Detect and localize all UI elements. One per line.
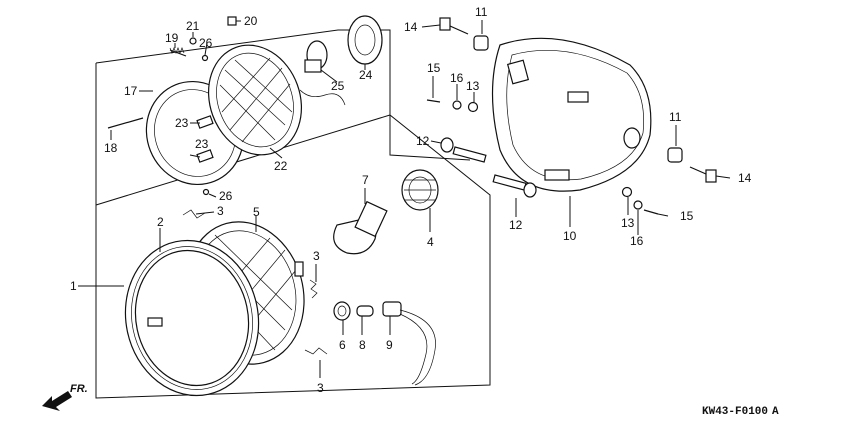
callout-c18: 18 bbox=[104, 141, 118, 155]
spring-3-bottom bbox=[304, 347, 328, 355]
screw-18 bbox=[107, 117, 144, 129]
grommet-6 bbox=[333, 301, 351, 321]
socket-cover-24 bbox=[347, 15, 383, 65]
callout-c14a: 14 bbox=[404, 20, 418, 34]
callout-c22: 22 bbox=[274, 159, 288, 173]
bulb-25 bbox=[304, 40, 328, 73]
front-direction-indicator: FR. bbox=[42, 383, 88, 411]
callout-c15b: 15 bbox=[680, 209, 694, 223]
screw-15-top bbox=[426, 99, 441, 103]
bolt-12-bottom bbox=[492, 174, 537, 198]
leader-lines bbox=[78, 20, 731, 378]
bulb-8 bbox=[356, 305, 374, 317]
callout-c24: 24 bbox=[359, 68, 373, 82]
front-arrow-icon bbox=[42, 391, 72, 411]
nut-13-top bbox=[467, 101, 479, 113]
callout-c23a: 23 bbox=[175, 116, 189, 130]
bolt-14-bottom bbox=[689, 166, 717, 183]
callout-c1: 1 bbox=[70, 279, 77, 293]
callout-c12b: 12 bbox=[509, 218, 523, 232]
callout-c25: 25 bbox=[331, 79, 345, 93]
screw-26-top bbox=[201, 54, 209, 62]
group-divider bbox=[95, 114, 391, 206]
group-outline bbox=[95, 29, 491, 399]
callout-c11b: 11 bbox=[669, 110, 682, 124]
callout-c14b: 14 bbox=[738, 171, 752, 185]
callout-c4: 4 bbox=[427, 235, 434, 249]
callout-c16b: 16 bbox=[630, 234, 644, 248]
front-label: FR. bbox=[70, 383, 88, 395]
callout-c3b: 3 bbox=[313, 249, 320, 263]
bulb-7 bbox=[333, 200, 388, 255]
bolt-14-top bbox=[439, 17, 469, 35]
callout-c17: 17 bbox=[124, 84, 138, 98]
washer-16-bottom bbox=[633, 200, 643, 210]
callout-c3c: 3 bbox=[317, 381, 324, 395]
callout-c5: 5 bbox=[253, 205, 260, 219]
socket-4 bbox=[401, 169, 439, 211]
callout-c2: 2 bbox=[157, 215, 164, 229]
lens-unit-22 bbox=[207, 44, 303, 156]
callout-c19: 19 bbox=[165, 31, 179, 45]
nut-20 bbox=[227, 16, 237, 26]
callout-c6: 6 bbox=[339, 338, 346, 352]
callout-c12a: 12 bbox=[416, 134, 430, 148]
callout-c10: 10 bbox=[563, 229, 577, 243]
callout-c8: 8 bbox=[359, 338, 366, 352]
diagram-code: KW43-F0100 bbox=[702, 406, 768, 418]
callout-c15a: 15 bbox=[427, 61, 441, 75]
callout-c13a: 13 bbox=[466, 79, 480, 93]
callout-c26a: 26 bbox=[199, 36, 213, 50]
callout-c21: 21 bbox=[186, 19, 200, 33]
collar-11-top bbox=[473, 35, 489, 51]
callout-c13b: 13 bbox=[621, 216, 635, 230]
callout-c26b: 26 bbox=[219, 189, 233, 203]
washer-21 bbox=[189, 37, 197, 45]
collar-11-bottom bbox=[667, 147, 683, 163]
callout-c7: 7 bbox=[362, 173, 369, 187]
spring-3-mid bbox=[309, 279, 318, 299]
callout-c23b: 23 bbox=[195, 137, 209, 151]
callout-c11a: 11 bbox=[475, 5, 488, 19]
screw-19 bbox=[169, 47, 187, 57]
headlight-case-10 bbox=[491, 37, 652, 192]
diagram-code-suffix: A bbox=[772, 406, 779, 418]
wire-harness bbox=[299, 89, 346, 106]
socket-9 bbox=[382, 301, 436, 386]
callout-c20: 20 bbox=[244, 14, 258, 28]
nut-13-bottom bbox=[621, 186, 633, 198]
washer-16-top bbox=[452, 100, 462, 110]
rim-2 bbox=[124, 239, 260, 397]
spring-3-top bbox=[182, 209, 206, 219]
callout-c9: 9 bbox=[386, 338, 393, 352]
bolt-12-top bbox=[440, 137, 487, 163]
group-connector bbox=[389, 115, 471, 161]
callout-c16a: 16 bbox=[450, 71, 464, 85]
screw-26-bottom bbox=[202, 188, 210, 196]
callout-c3a: 3 bbox=[217, 204, 224, 218]
screw-15-bottom bbox=[643, 209, 659, 215]
